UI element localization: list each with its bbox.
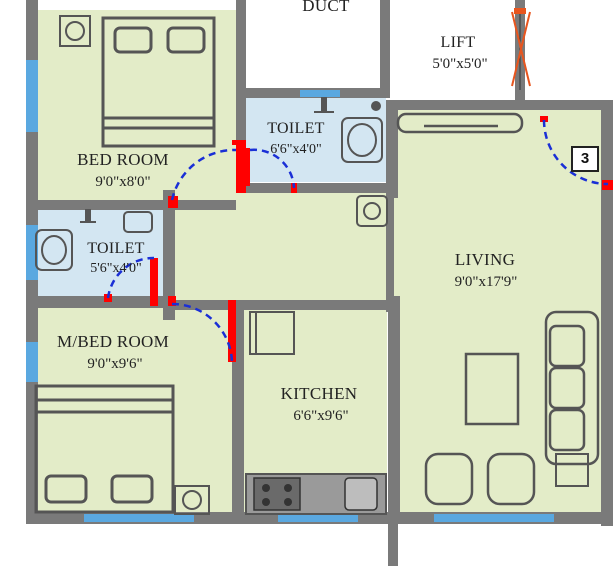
toilet-1-label: TOILET bbox=[267, 120, 325, 137]
kitchen-counter bbox=[245, 473, 387, 515]
lift-dims: 5'0"x5'0" bbox=[432, 56, 488, 72]
unit-number-badge: 3 bbox=[571, 146, 599, 172]
sofa bbox=[544, 310, 600, 466]
side-table bbox=[59, 15, 91, 47]
master-bedroom-dims: 9'0"x9'6" bbox=[87, 356, 143, 372]
toilet-2-dims: 5'6"x4'0" bbox=[90, 261, 142, 276]
lift-label: LIFT bbox=[440, 34, 476, 51]
wash-basin bbox=[356, 195, 388, 227]
master-bedroom-label: M/BED ROOM bbox=[56, 332, 170, 351]
living-floor bbox=[390, 110, 605, 520]
duct-label: DUCT bbox=[302, 0, 350, 15]
kitchen-label: KITCHEN bbox=[280, 384, 358, 403]
master-side-table bbox=[174, 485, 210, 515]
toilet-2-floor bbox=[38, 210, 163, 296]
toilet-2-label: TOILET bbox=[87, 240, 145, 257]
toilet-1-dims: 6'6"x4'0" bbox=[270, 142, 322, 157]
master-bed bbox=[34, 384, 175, 514]
toilet-1-fixtures bbox=[314, 97, 383, 163]
living-dims: 9'0"x17'9" bbox=[454, 274, 518, 290]
kitchen-fridge bbox=[249, 311, 295, 355]
bedroom-label: BED ROOM bbox=[77, 150, 169, 169]
toilet-2-fixtures bbox=[35, 209, 153, 271]
bedroom-floor bbox=[36, 10, 236, 200]
windows bbox=[26, 60, 554, 522]
tv-unit bbox=[396, 112, 524, 134]
door-swings bbox=[106, 119, 609, 363]
toilet-1-floor bbox=[246, 98, 386, 182]
living-label: LIVING bbox=[454, 250, 516, 269]
armchairs bbox=[424, 452, 536, 506]
master-bedroom-floor bbox=[36, 300, 234, 520]
coffee-table bbox=[464, 352, 520, 426]
lift-cross bbox=[511, 8, 531, 90]
bedroom-dims: 9'0"x8'0" bbox=[95, 174, 151, 190]
kitchen-dims: 6'6"x9'6" bbox=[293, 408, 349, 424]
passage-floor bbox=[163, 190, 243, 315]
bedroom-bed bbox=[101, 16, 216, 148]
corner-table bbox=[555, 453, 589, 487]
